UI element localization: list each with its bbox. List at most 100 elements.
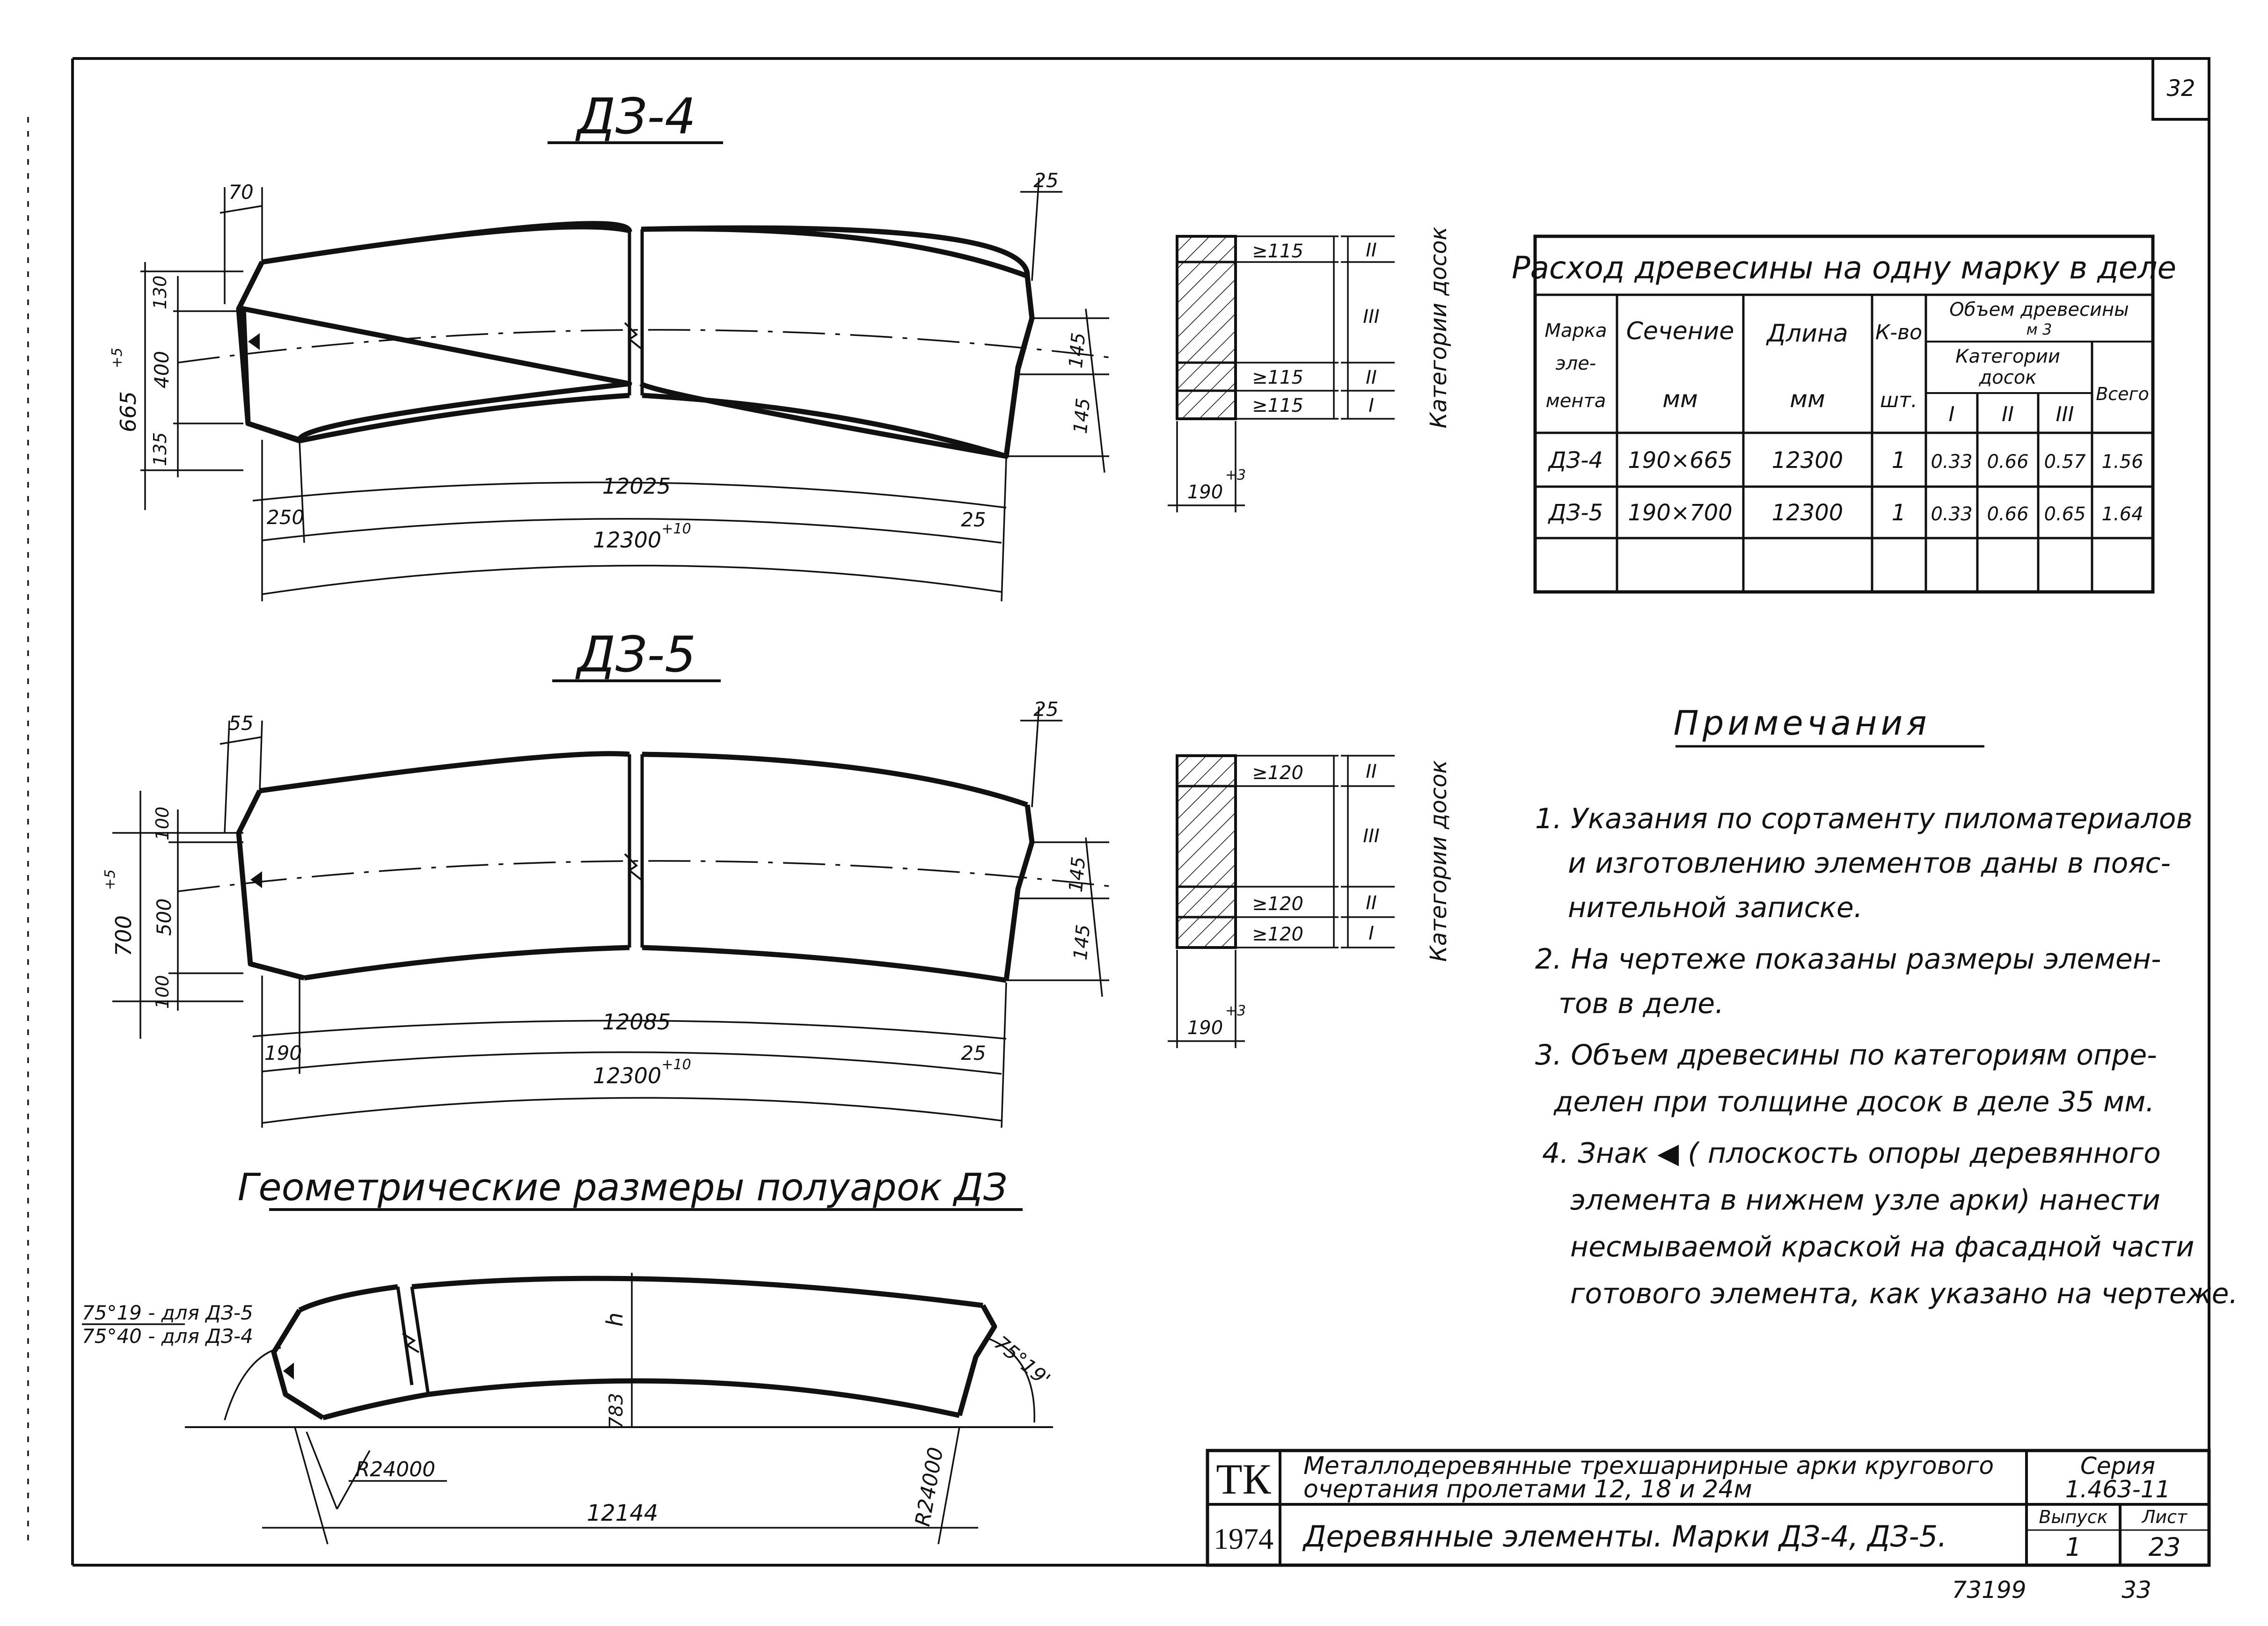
- dim-left-tol: +5: [109, 348, 125, 368]
- cell-length: 12300: [1772, 447, 1844, 474]
- cell-section: 190×700: [1628, 500, 1732, 526]
- geometry-angle-left-2: 75°40 - для ДЗ-4: [82, 1325, 253, 1348]
- title-block-org: ТК: [1216, 1455, 1271, 1503]
- geometry-angle-left-1: 75°19 - для ДЗ-5: [82, 1301, 253, 1324]
- dim-right-lower: 145: [1070, 924, 1094, 961]
- geometry-radius-right: R24000: [911, 1445, 948, 1528]
- dim-left-height: 700: [111, 915, 136, 956]
- dim-bottom-right: 25: [961, 1042, 986, 1065]
- title-block-series-label: Серия: [2080, 1452, 2155, 1480]
- geometry-rise: 783: [606, 1393, 627, 1429]
- cell-c1: 0.33: [1931, 451, 1972, 473]
- dim-top-left: 70: [228, 181, 253, 204]
- dim-left-height: 665: [116, 391, 141, 432]
- title-block-subtitle: Деревянные элементы. Марки ДЗ-4, ДЗ-5.: [1302, 1519, 1947, 1553]
- geometry-h: h: [602, 1312, 628, 1327]
- cell-c2: 0.66: [1987, 503, 2028, 525]
- th-total: Всего: [2096, 384, 2149, 404]
- support-mark-icon: [250, 871, 262, 888]
- th-cat-1: I: [1949, 402, 1955, 426]
- title-block-sheet-value: 23: [2149, 1532, 2181, 1562]
- section-d34-label-3: ≥115: [1252, 395, 1303, 416]
- title-block-line2: очертания пролетами 12, 18 и 24м: [1303, 1475, 1752, 1503]
- support-mark-icon: [248, 333, 260, 350]
- section-d35-cat-2: III: [1363, 825, 1379, 847]
- title-block: ТК 1974 Металлодеревянные трехшарнирные …: [1206, 1449, 2211, 1567]
- notes-title: Примечания: [1673, 703, 1930, 743]
- dim-left-mid: 400: [150, 351, 173, 388]
- notes: Примечания 1. Указания по сортаменту пил…: [1535, 703, 2238, 1310]
- th-length-unit: мм: [1790, 386, 1825, 413]
- th-qty-unit: шт.: [1880, 388, 1917, 412]
- cell-qty: 1: [1892, 500, 1906, 526]
- dim-right-upper: 145: [1065, 856, 1090, 893]
- dim-left-upper: 130: [150, 276, 170, 310]
- dim-length-tol: +10: [661, 1057, 691, 1073]
- note-line: несмываемой краской на фасадной части: [1570, 1231, 2194, 1263]
- note-line: готового элемента, как указано на чертеж…: [1570, 1277, 2238, 1310]
- table-row: ДЗ-4 190×665 12300 1 0.33 0.66 0.57 1.56: [1548, 447, 2144, 474]
- cell-c3: 0.65: [2044, 503, 2085, 525]
- note-line: 4. Знак ◀ ( плоскость опоры деревянного: [1542, 1137, 2161, 1170]
- th-categories: Категории: [1955, 346, 2060, 367]
- arch-d34: ДЗ-4 70 25 665 +5 130 400: [109, 88, 1114, 602]
- th-volume: Объем древесины: [1949, 299, 2129, 321]
- dim-top-right: 25: [1033, 698, 1058, 721]
- section-d35-cat-4: I: [1368, 923, 1374, 944]
- section-d35-side-label: Категории досок: [1426, 760, 1452, 962]
- section-d35-label-3: ≥120: [1252, 924, 1303, 945]
- dim-length-tol: +10: [661, 521, 691, 537]
- section-d35-label-1: ≥120: [1252, 762, 1303, 784]
- cell-section: 190×665: [1628, 447, 1732, 474]
- cell-total: 1.56: [2101, 451, 2143, 473]
- dim-chord-inner: 12025: [602, 474, 671, 499]
- cell-total: 1.64: [2101, 503, 2143, 525]
- section-d35: ≥120 ≥120 ≥120 II III II I 190 +3 Катего…: [1168, 754, 1452, 1048]
- table-title: Расход древесины на одну марку в деле: [1512, 250, 2176, 286]
- section-d34-width-tol: +3: [1225, 467, 1246, 483]
- note-line: тов в деле.: [1558, 987, 1724, 1020]
- title-block-series-value: 1.463-11: [2065, 1476, 2171, 1503]
- title-block-issue-value: 1: [2065, 1532, 2081, 1562]
- section-d35-cat-1: II: [1366, 761, 1377, 782]
- geometry-radius-left: R24000: [356, 1458, 436, 1481]
- footer-left-number: 73199: [1952, 1576, 2026, 1604]
- th-mark-2: эле-: [1556, 353, 1596, 374]
- arch-d35-title: ДЗ-5: [575, 626, 696, 683]
- title-block-year: 1974: [1214, 1522, 1273, 1555]
- section-d34-label-1: ≥115: [1252, 241, 1303, 262]
- note-line: и изготовлению элементов даны в пояс-: [1568, 847, 2171, 880]
- section-d35-label-2: ≥120: [1252, 893, 1303, 915]
- section-d34-side-label: Категории досок: [1426, 227, 1452, 429]
- cell-length: 12300: [1772, 500, 1844, 526]
- table-row: ДЗ-5 190×700 12300 1 0.33 0.66 0.65 1.64: [1548, 500, 2144, 526]
- footer-right-number: 33: [2122, 1576, 2151, 1604]
- dim-length: 12300: [593, 1063, 661, 1088]
- dim-left-tol: +5: [102, 869, 118, 890]
- dim-length: 12300: [593, 527, 661, 553]
- note-line: элемента в нижнем узле арки) нанести: [1570, 1184, 2160, 1217]
- section-d34-cat-2: III: [1363, 306, 1379, 328]
- dim-left-lower: 135: [150, 432, 170, 467]
- th-mark-1: Марка: [1544, 320, 1607, 342]
- sheet-frame: 32: [27, 57, 2210, 1567]
- note-line: нительной записке.: [1568, 891, 1863, 924]
- section-d34-cat-1: II: [1366, 240, 1377, 261]
- page-number: 32: [2166, 75, 2195, 102]
- dim-left-mid: 500: [153, 898, 176, 936]
- section-d34-cat-4: I: [1368, 395, 1374, 416]
- dim-left-lower: 100: [152, 975, 173, 1009]
- geometry-span: 12144: [587, 1500, 658, 1526]
- geometry-diagram: Геометрические размеры полуарок ДЗ h 783…: [82, 1166, 1054, 1545]
- th-cat-3: III: [2056, 402, 2074, 426]
- section-d35-cat-3: II: [1366, 892, 1377, 914]
- note-line: 1. Указания по сортаменту пиломатериалов: [1535, 802, 2193, 835]
- arch-d34-title: ДЗ-4: [575, 88, 696, 145]
- dim-top-right: 25: [1033, 169, 1058, 192]
- section-d35-width: 190: [1187, 1017, 1223, 1039]
- title-block-line1: Металлодеревянные трехшарнирные арки кру…: [1303, 1452, 1994, 1480]
- support-mark-icon: [283, 1363, 294, 1379]
- geometry-title: Геометрические размеры полуарок ДЗ: [238, 1166, 1007, 1209]
- dim-chord-inner: 12085: [602, 1009, 671, 1035]
